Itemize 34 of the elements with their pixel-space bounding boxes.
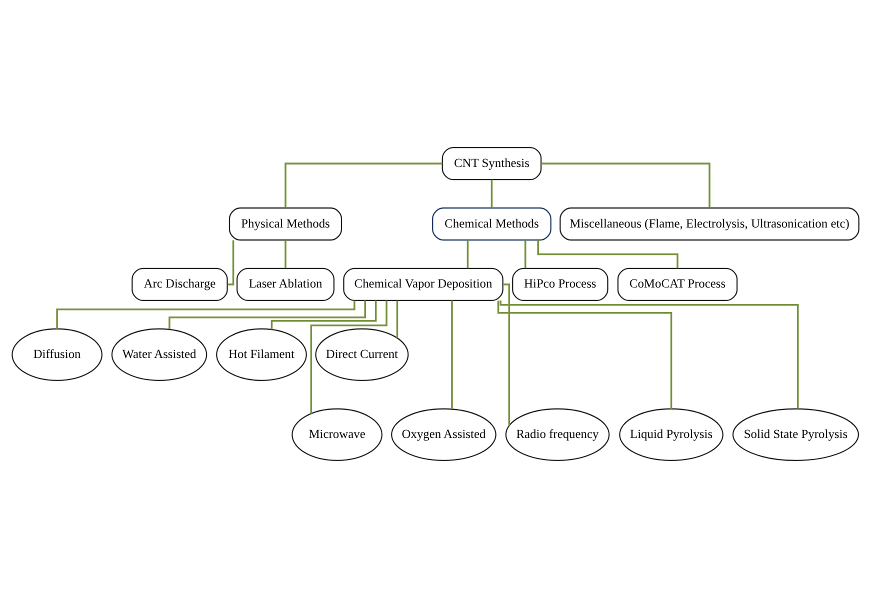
connector: [168, 300, 366, 330]
connector: [451, 300, 453, 409]
node-ellipse: Liquid Pyrolysis: [619, 408, 724, 462]
node-box: Arc Discharge: [132, 268, 228, 302]
node-ellipse: Diffusion: [12, 328, 103, 382]
node-box: Miscellaneous (Flame, Electrolysis, Ultrasonication etc): [560, 207, 860, 241]
node-box: CoMoCAT Process: [617, 268, 738, 302]
node-box: Physical Methods: [228, 207, 342, 241]
connector: [284, 240, 286, 268]
node-box: CNT Synthesis: [442, 146, 542, 180]
connector: [466, 240, 469, 268]
node-box: Laser Ablation: [236, 268, 335, 302]
connector: [56, 300, 356, 329]
connector: [502, 284, 510, 426]
node-ellipse: Solid State Pyrolysis: [732, 408, 860, 462]
node-ellipse: Water Assisted: [111, 328, 208, 382]
connector: [310, 300, 388, 414]
node-ellipse: Microwave: [292, 408, 383, 462]
connector: [500, 300, 799, 409]
connector: [490, 180, 493, 208]
connector: [270, 300, 377, 330]
connector: [228, 240, 234, 286]
connector: [396, 300, 398, 338]
node-ellipse: Oxygen Assisted: [391, 408, 496, 462]
node-box: HiPco Process: [512, 268, 608, 302]
node-ellipse: Hot Filament: [216, 328, 307, 382]
node-box: Chemical Methods: [432, 207, 552, 241]
connector: [541, 162, 710, 208]
connector: [497, 300, 672, 409]
node-box: Chemical Vapor Deposition: [343, 268, 504, 302]
node-ellipse: Radio frequency: [505, 408, 610, 462]
connector: [524, 240, 526, 268]
connector: [284, 162, 442, 208]
node-ellipse: Direct Current: [315, 328, 409, 382]
